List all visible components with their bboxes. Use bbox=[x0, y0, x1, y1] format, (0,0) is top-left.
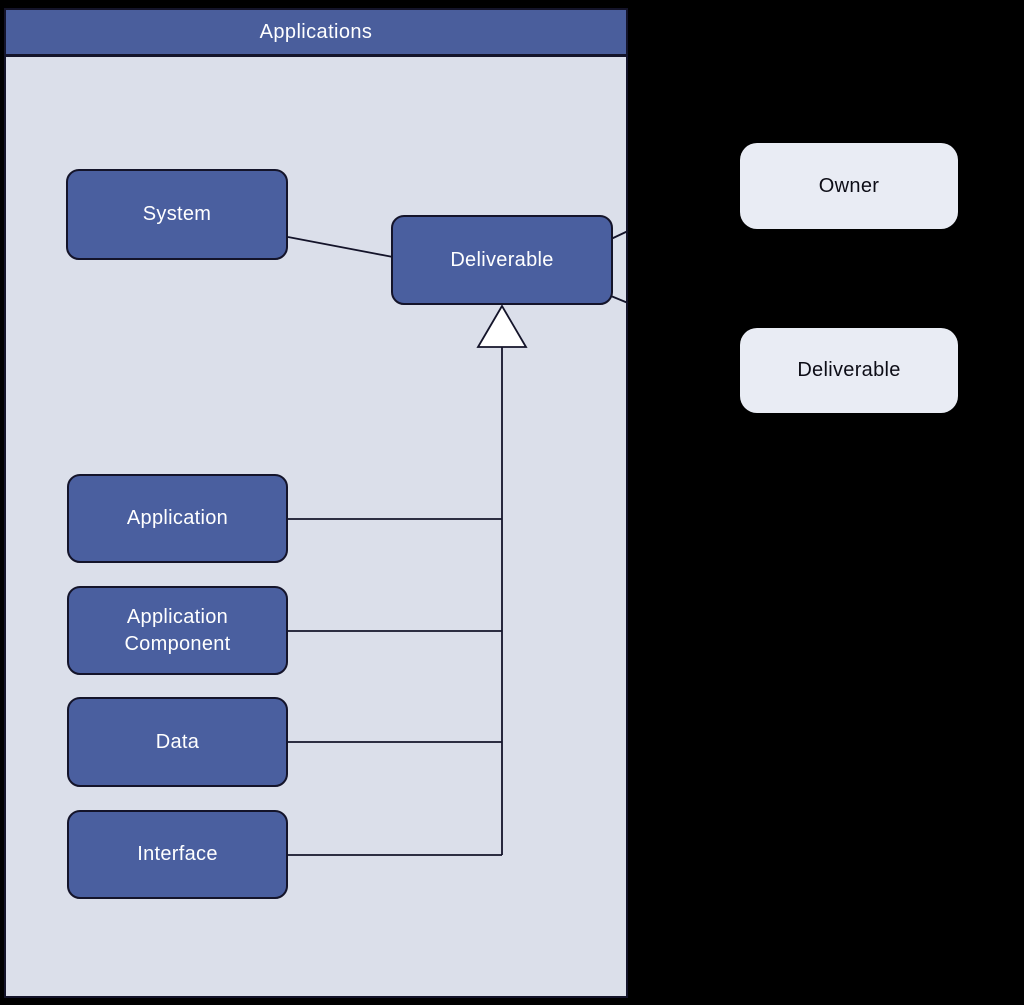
node-deliverable[interactable]: Deliverable bbox=[391, 215, 613, 305]
node-owner-external[interactable]: Owner bbox=[740, 143, 958, 229]
node-deliverable-label: Deliverable bbox=[450, 248, 554, 271]
node-interface-label: Interface bbox=[137, 843, 218, 865]
node-data-label: Data bbox=[155, 730, 200, 753]
node-data[interactable]: Data bbox=[67, 697, 288, 787]
node-owner-external-label: Owner bbox=[818, 174, 880, 197]
node-system[interactable]: System bbox=[66, 169, 288, 260]
applications-container-title: Applications bbox=[259, 20, 373, 43]
node-interface[interactable]: Interface bbox=[67, 810, 288, 899]
node-application-component[interactable]: Application Component bbox=[67, 586, 288, 675]
applications-container-header[interactable]: Applications bbox=[6, 10, 626, 57]
node-application-component-label: Application Component bbox=[124, 605, 231, 655]
node-application-label: Application bbox=[126, 507, 229, 529]
node-deliverable-external[interactable]: Deliverable bbox=[740, 328, 958, 413]
node-deliverable-external-label: Deliverable bbox=[797, 359, 901, 381]
node-application[interactable]: Application bbox=[67, 474, 288, 563]
node-system-label: System bbox=[142, 203, 212, 225]
